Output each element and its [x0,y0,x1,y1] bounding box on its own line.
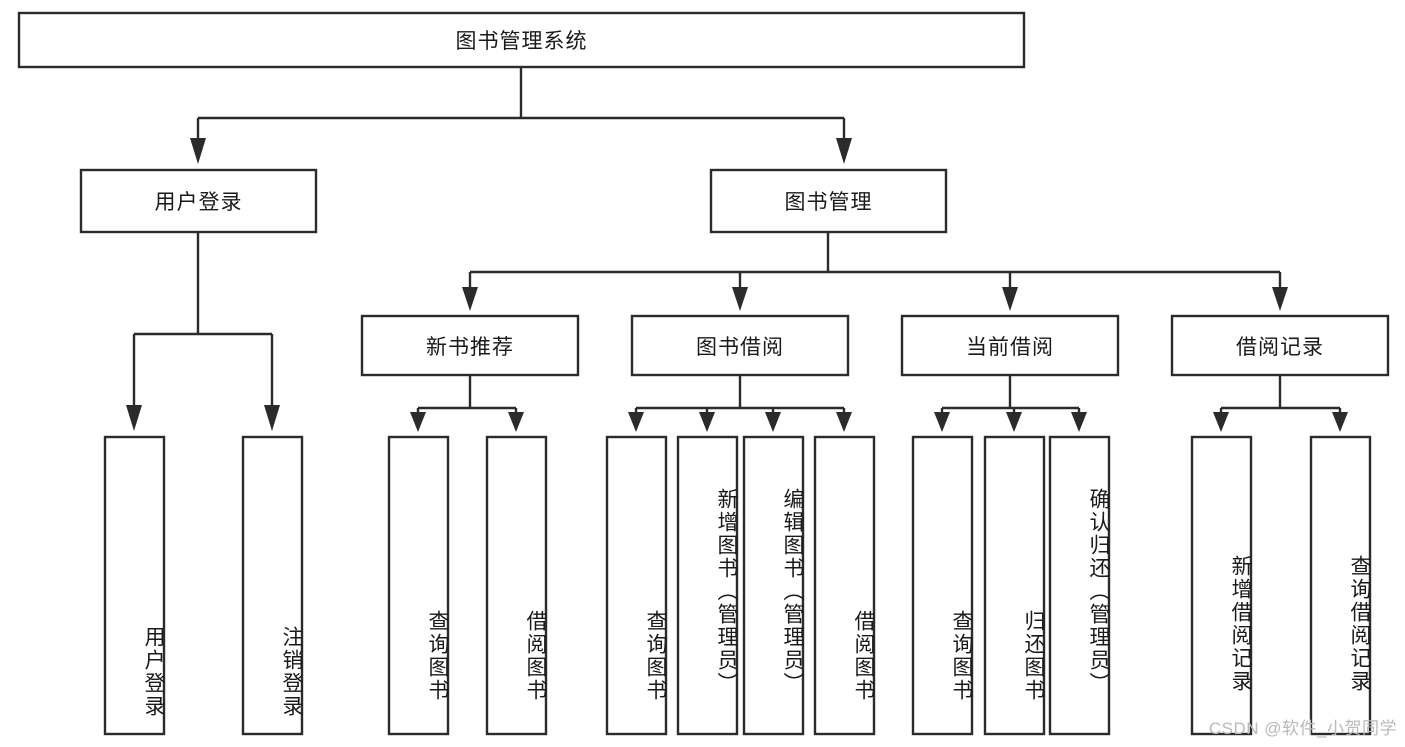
leaf-user-logout-box[interactable] [241,435,304,736]
leaf-query-book-2-box[interactable] [605,435,668,736]
leaf-return-book-box[interactable] [983,435,1046,736]
leaf-edit-book-box[interactable] [742,435,805,736]
connector-book-borrow-to-leaves [628,375,852,432]
node-borrow-record-box[interactable] [1170,314,1390,377]
connector-book-management-to-level3 [462,232,1288,311]
leaf-query-book-3-box[interactable] [911,435,974,736]
node-new-book-recommend-box[interactable] [360,314,580,377]
node-book-management-box[interactable] [709,168,948,234]
node-book-borrow-box[interactable] [630,314,850,377]
node-user-login-box[interactable] [79,168,318,234]
leaf-query-book-1-box[interactable] [387,435,450,736]
leaf-borrow-book-2-box[interactable] [813,435,876,736]
connector-current-borrow-to-leaves [934,375,1087,432]
connector-root-to-level2 [190,67,852,164]
connector-user-login-to-leaves [126,232,280,431]
connector-borrow-record-to-leaves [1213,375,1348,432]
node-current-borrow-box[interactable] [900,314,1120,377]
leaf-user-login-box[interactable] [103,435,166,736]
connector-new-book-recommend-to-leaves [410,375,524,432]
leaf-confirm-return-box[interactable] [1048,435,1111,736]
leaf-query-record-box[interactable] [1309,435,1372,736]
leaf-borrow-book-1-box[interactable] [485,435,548,736]
leaf-add-record-box[interactable] [1190,435,1253,736]
leaf-add-book-box[interactable] [676,435,739,736]
watermark-text: CSDN @软件_小贺同学 [1208,719,1397,738]
node-root-box[interactable] [17,11,1026,69]
